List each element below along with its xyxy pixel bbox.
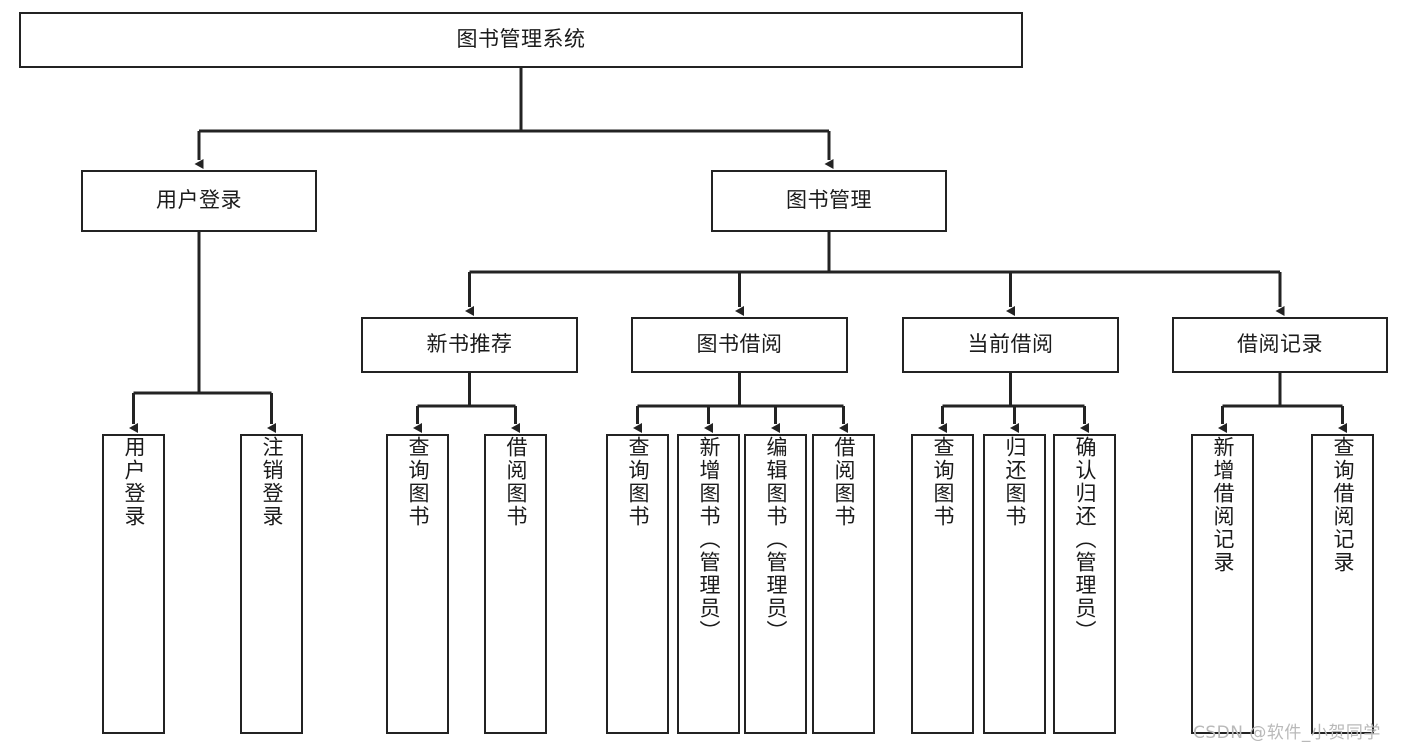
node-level3-book-borrow[interactable]: 图书借阅 (631, 317, 848, 373)
node-leaf-confirm-return-admin[interactable]: 确认归还（管理员） (1053, 434, 1116, 734)
node-leaf-return-book[interactable]: 归还图书 (983, 434, 1046, 734)
node-leaf-logout[interactable]: 注销登录 (240, 434, 303, 734)
node-leaf-query-book-borrow[interactable]: 查询图书 (606, 434, 669, 734)
node-level3-current-borrow-label: 当前借阅 (967, 332, 1054, 357)
node-leaf-borrow-book-rec-label: 借阅图书 (504, 436, 528, 528)
node-leaf-borrow-book-label: 借阅图书 (832, 436, 856, 528)
node-level2-book-management[interactable]: 图书管理 (711, 170, 947, 232)
node-leaf-edit-book-admin[interactable]: 编辑图书（管理员） (744, 434, 807, 734)
node-level3-current-borrow[interactable]: 当前借阅 (902, 317, 1119, 373)
node-leaf-user-login-label: 用户登录 (122, 436, 146, 528)
node-leaf-query-book-current-label: 查询图书 (931, 436, 955, 528)
node-leaf-query-borrow-record[interactable]: 查询借阅记录 (1311, 434, 1374, 734)
node-level2-book-management-label: 图书管理 (786, 188, 872, 213)
node-root-label: 图书管理系统 (456, 27, 586, 52)
node-leaf-user-login[interactable]: 用户登录 (102, 434, 165, 734)
node-level3-book-borrow-label: 图书借阅 (696, 332, 783, 357)
node-leaf-edit-book-admin-label: 编辑图书（管理员） (764, 436, 788, 643)
node-leaf-logout-label: 注销登录 (260, 436, 284, 528)
node-leaf-query-book-rec-label: 查询图书 (406, 436, 430, 528)
node-root[interactable]: 图书管理系统 (19, 12, 1023, 68)
node-leaf-add-book-admin[interactable]: 新增图书（管理员） (677, 434, 740, 734)
node-leaf-add-book-admin-label: 新增图书（管理员） (697, 436, 721, 643)
csdn-watermark: CSDN @软件_小贺同学 (1193, 723, 1381, 743)
node-level3-borrow-record[interactable]: 借阅记录 (1172, 317, 1388, 373)
node-leaf-return-book-label: 归还图书 (1003, 436, 1027, 528)
node-level3-new-book-recommend[interactable]: 新书推荐 (361, 317, 578, 373)
node-leaf-borrow-book[interactable]: 借阅图书 (812, 434, 875, 734)
node-leaf-borrow-book-rec[interactable]: 借阅图书 (484, 434, 547, 734)
node-level3-new-book-recommend-label: 新书推荐 (426, 332, 513, 357)
node-leaf-add-borrow-record[interactable]: 新增借阅记录 (1191, 434, 1254, 734)
node-level2-user-login[interactable]: 用户登录 (81, 170, 317, 232)
node-leaf-query-book-borrow-label: 查询图书 (626, 436, 650, 528)
node-level3-borrow-record-label: 借阅记录 (1237, 332, 1323, 357)
node-leaf-add-borrow-record-label: 新增借阅记录 (1211, 436, 1235, 574)
node-level2-user-login-label: 用户登录 (156, 188, 242, 213)
node-leaf-query-book-current[interactable]: 查询图书 (911, 434, 974, 734)
node-leaf-query-book-rec[interactable]: 查询图书 (386, 434, 449, 734)
node-leaf-confirm-return-admin-label: 确认归还（管理员） (1073, 436, 1097, 643)
node-leaf-query-borrow-record-label: 查询借阅记录 (1331, 436, 1355, 574)
